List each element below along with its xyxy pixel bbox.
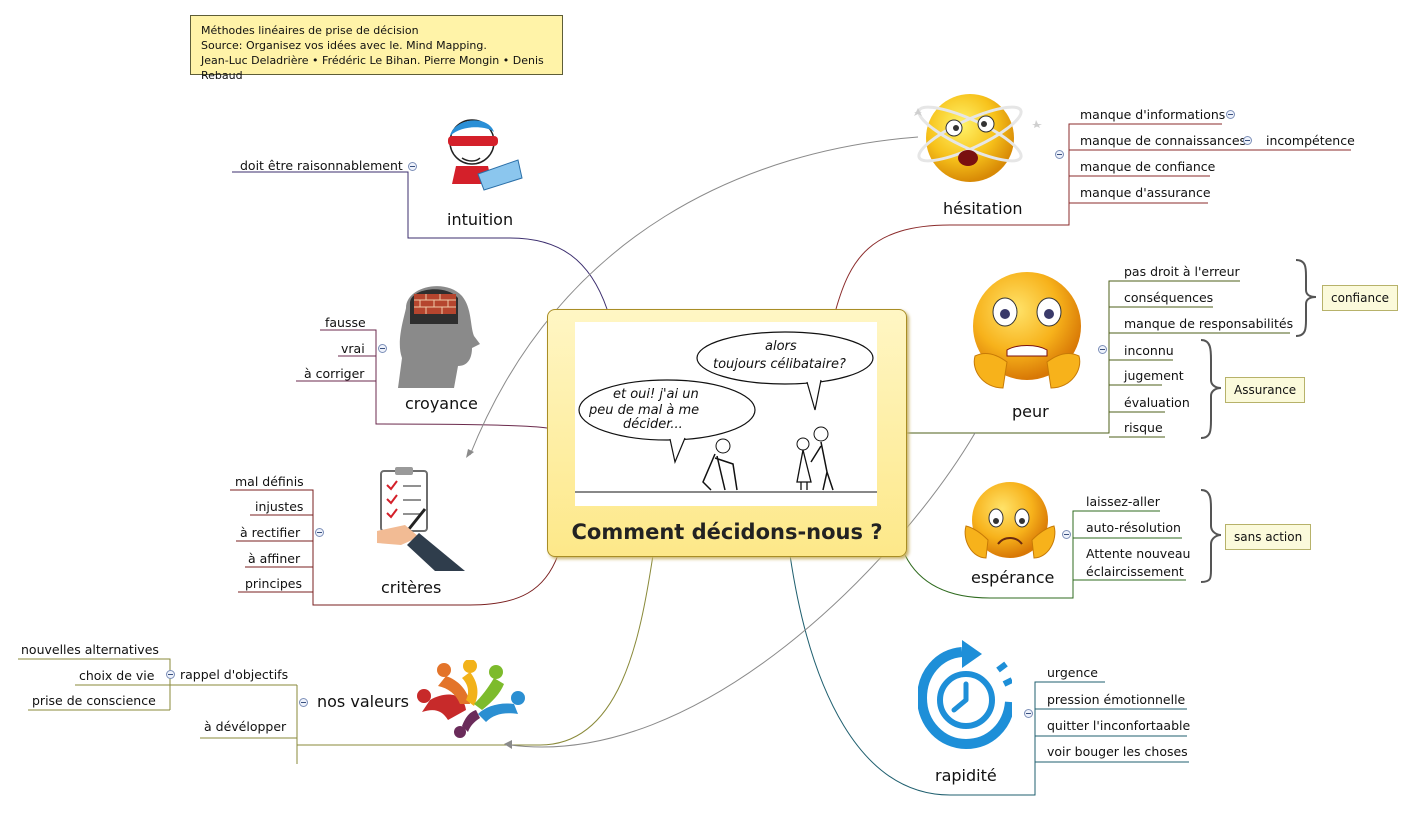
rapidite-item-2[interactable]: pression émotionnelle [1047, 692, 1186, 707]
group-sans-action[interactable]: sans action [1225, 524, 1312, 550]
valeurs-item-1[interactable]: nouvelles alternatives [21, 642, 159, 657]
branch-hesitation-title[interactable]: hésitation [943, 199, 1023, 218]
branch-rapidite-title[interactable]: rapidité [935, 766, 997, 785]
link-nos-valeurs [18, 554, 654, 764]
source-line-2: Source: Organisez vos idées avec le. Min… [201, 39, 487, 52]
croyance-item-3[interactable]: à corriger [304, 366, 365, 381]
rappel-objectifs[interactable]: rappel d'objectifs [180, 667, 289, 682]
link-criteres [230, 489, 559, 606]
brick-brain-head-icon [398, 286, 480, 388]
link-hesitation [835, 123, 1351, 310]
esperance-item-4[interactable]: éclaircissement [1086, 564, 1184, 579]
link-esperance [904, 510, 1186, 599]
hesitation-item-2[interactable]: manque de connaissances [1080, 133, 1247, 148]
group-confiance[interactable]: confiance [1322, 285, 1399, 311]
brace-confiance [1295, 259, 1317, 337]
peur-item-5[interactable]: jugement [1124, 368, 1184, 383]
hesitation-item-1[interactable]: manque d'informations [1080, 107, 1226, 122]
central-topic[interactable]: et oui! j'ai un peu de mal à me décider.… [547, 309, 907, 557]
criteres-item-4[interactable]: à affiner [248, 551, 301, 566]
link-intuition [232, 171, 608, 310]
link-croyance [296, 329, 548, 429]
brace-sans-action [1200, 489, 1222, 583]
team-hands-icon [417, 660, 525, 738]
collapse-criteres-icon[interactable] [315, 528, 324, 537]
link-rapidite [789, 554, 1189, 796]
hesitation-sub-incompetence[interactable]: incompétence [1266, 133, 1355, 148]
group-assurance[interactable]: Assurance [1225, 377, 1306, 403]
worried-smiley-icon [964, 482, 1056, 559]
cartoon-left-line-1: et oui! j'ai un [613, 387, 699, 402]
source-line-1: Méthodes linéaires de prise de décision [201, 24, 419, 37]
source-note: Méthodes linéaires de prise de décision … [190, 15, 563, 82]
peur-item-1[interactable]: pas droit à l'erreur [1124, 264, 1240, 279]
link-peur [905, 280, 1290, 438]
collapse-croyance-icon[interactable] [378, 344, 387, 353]
hesitation-item-4[interactable]: manque d'assurance [1080, 185, 1211, 200]
esperance-item-2[interactable]: auto-résolution [1086, 520, 1181, 535]
criteres-item-5[interactable]: principes [245, 576, 302, 591]
collapse-rappel-icon[interactable] [166, 670, 175, 679]
branch-nos-valeurs-title[interactable]: nos valeurs [317, 692, 409, 711]
branch-criteres-title[interactable]: critères [381, 578, 442, 597]
collapse-rapidite-icon[interactable] [1024, 709, 1033, 718]
rapidite-item-1[interactable]: urgence [1047, 665, 1098, 680]
fast-clock-icon [918, 640, 1012, 750]
peur-item-7[interactable]: risque [1124, 420, 1163, 435]
rapidite-item-4[interactable]: voir bouger les choses [1047, 744, 1188, 759]
central-title: Comment décidons-nous ? [571, 520, 883, 544]
collapse-connaissances-icon[interactable] [1243, 136, 1252, 145]
peur-item-6[interactable]: évaluation [1124, 395, 1190, 410]
link-arrow-peur-valeurs [509, 432, 976, 748]
dizzy-smiley-icon [914, 94, 1042, 182]
cartoon-right-line-2: toujours célibataire? [713, 357, 846, 372]
branch-croyance-title[interactable]: croyance [405, 394, 478, 413]
blindfolded-figure-icon [448, 119, 523, 191]
collapse-esperance-icon[interactable] [1062, 530, 1071, 539]
criteres-item-1[interactable]: mal définis [235, 474, 304, 489]
valeurs-item-3[interactable]: prise de conscience [32, 693, 156, 708]
hesitation-item-3[interactable]: manque de confiance [1080, 159, 1216, 174]
svg-text:alors toujours célibatai: alors toujours célibataire? [713, 339, 846, 372]
collapse-peur-icon[interactable] [1098, 345, 1107, 354]
croyance-item-2[interactable]: vrai [341, 341, 365, 356]
intuition-item-1[interactable]: doit être raisonnablement [240, 158, 403, 173]
croyance-item-1[interactable]: fausse [325, 315, 366, 330]
esperance-item-3[interactable]: Attente nouveau [1086, 546, 1191, 561]
esperance-item-1[interactable]: laissez-aller [1086, 494, 1160, 509]
collapse-hesitation-icon[interactable] [1055, 150, 1064, 159]
scared-smiley-icon [973, 272, 1081, 389]
peur-item-2[interactable]: conséquences [1124, 290, 1214, 305]
checklist-icon [377, 467, 465, 571]
svg-text:et oui! j'ai un peu de m: et oui! j'ai un peu de mal à me décider.… [588, 387, 703, 432]
rapidite-item-3[interactable]: quitter l'inconfortaable [1047, 718, 1191, 733]
cartoon-left-line-2: peu de mal à me [588, 403, 699, 418]
brace-assurance [1200, 339, 1222, 439]
criteres-item-3[interactable]: à rectifier [240, 525, 301, 540]
branch-peur-title[interactable]: peur [1012, 402, 1049, 421]
branch-intuition-title[interactable]: intuition [447, 210, 514, 229]
collapse-informations-icon[interactable] [1226, 110, 1235, 119]
source-line-3: Jean-Luc Deladrière • Frédéric Le Bihan.… [201, 54, 544, 82]
valeurs-developper[interactable]: à dévélopper [204, 719, 287, 734]
peur-item-3[interactable]: manque de responsabilités [1124, 316, 1294, 331]
peur-item-4[interactable]: inconnu [1124, 343, 1174, 358]
cartoon-right-line-1: alors [765, 339, 797, 354]
link-arrow-hesitation-criteres [469, 136, 919, 456]
cartoon-image: et oui! j'ai un peu de mal à me décider.… [575, 322, 877, 506]
criteres-item-2[interactable]: injustes [255, 499, 304, 514]
collapse-intuition-icon[interactable] [408, 162, 417, 171]
cartoon-left-line-3: décider... [623, 417, 683, 432]
collapse-valeurs-icon[interactable] [299, 698, 308, 707]
valeurs-item-2[interactable]: choix de vie [79, 668, 155, 683]
branch-esperance-title[interactable]: espérance [971, 568, 1055, 587]
